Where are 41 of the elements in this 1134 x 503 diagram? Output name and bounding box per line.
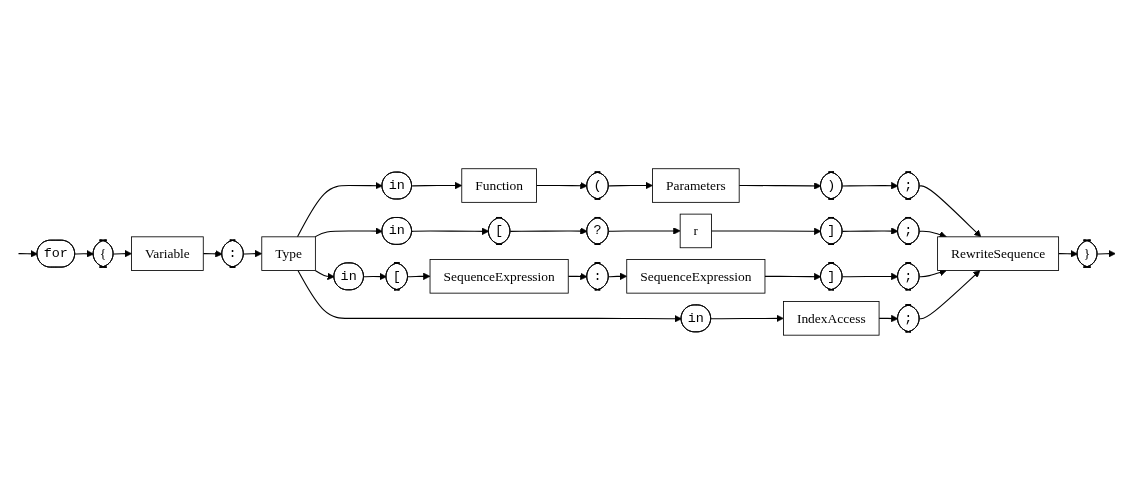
node-box: SequenceExpression xyxy=(626,258,766,294)
arrow xyxy=(878,314,899,322)
arrow xyxy=(1058,249,1078,257)
arrow xyxy=(918,269,981,319)
arrow xyxy=(608,272,628,280)
node-box: r xyxy=(679,213,712,248)
node-box: RewriteSequence xyxy=(937,235,1060,271)
node-box: Type xyxy=(261,235,316,271)
arrow xyxy=(535,181,588,189)
node-box: Parameters xyxy=(652,167,740,203)
arrow xyxy=(509,226,588,235)
arrow xyxy=(1096,249,1116,257)
arrow xyxy=(314,226,383,237)
arrow xyxy=(764,272,822,280)
arrow xyxy=(411,227,490,235)
arrow xyxy=(112,249,132,257)
arrow xyxy=(918,230,947,238)
arrow xyxy=(202,249,223,257)
arrow xyxy=(407,272,431,280)
arrow xyxy=(841,272,899,280)
node-box: Variable xyxy=(131,235,204,271)
arrow xyxy=(841,181,899,189)
arrow xyxy=(608,181,653,189)
arrow xyxy=(314,269,335,280)
arrow xyxy=(567,272,588,280)
arrow xyxy=(17,249,38,257)
node-box: SequenceExpression xyxy=(429,258,569,294)
arrow xyxy=(711,227,822,235)
arrow xyxy=(363,272,387,280)
arrow xyxy=(841,226,899,235)
arrow xyxy=(710,314,784,322)
arrow xyxy=(243,249,263,257)
arrow xyxy=(411,181,463,189)
arrow xyxy=(74,249,94,257)
node-box: IndexAccess xyxy=(783,300,880,336)
arrow xyxy=(918,184,982,237)
node-box: Function xyxy=(461,167,537,203)
arrow xyxy=(297,269,682,322)
arrow xyxy=(738,181,822,190)
arrow xyxy=(296,181,383,237)
arrow xyxy=(608,226,681,235)
